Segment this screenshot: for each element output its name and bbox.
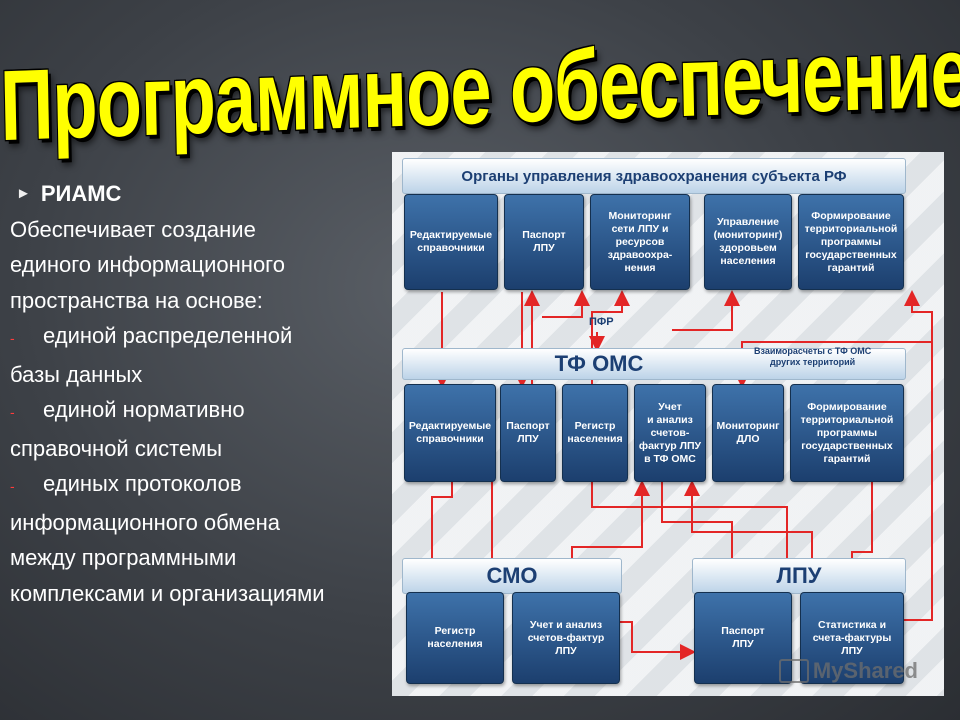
- top-box: Паспорт ЛПУ: [504, 194, 584, 290]
- arrow-middle-account-down: [661, 482, 740, 596]
- text-line: пространства на основе:: [10, 283, 390, 319]
- slide-title: Программное обеспечение: [0, 14, 960, 162]
- left-text-block: ► РИАМС Обеспечивает создание единого инф…: [10, 176, 390, 611]
- text-line: справочной системы: [10, 431, 390, 467]
- mutual-settlements-label: Взаиморасчеты с ТФ ОМС других территорий: [754, 346, 872, 367]
- top-box: Редактируемые справочники: [404, 194, 498, 290]
- text-line: базы данных: [10, 357, 390, 393]
- middle-box: Формирование территориальной программы г…: [790, 384, 904, 482]
- lpu-header-bar: ЛПУ: [692, 558, 906, 594]
- text-line: - единых протоколов: [10, 466, 390, 505]
- lpu-box: Паспорт ЛПУ: [694, 592, 792, 684]
- presentation-icon: [778, 659, 809, 683]
- top-header-bar: Органы управления здравоохранения субъек…: [402, 158, 906, 194]
- smo-box: Регистр населения: [406, 592, 504, 684]
- middle-box: Редактируемые справочники: [404, 384, 496, 482]
- text-line-content: информационного обмена: [10, 509, 281, 535]
- slide-title-container: Программное обеспечение: [0, 15, 960, 161]
- text-line-content: единых протоколов: [43, 471, 242, 496]
- text-line: Обеспечивает создание: [10, 212, 390, 248]
- tfoms-header-bar: ТФ ОМС: [402, 348, 906, 380]
- structure-diagram: Органы управления здравоохранения субъек…: [392, 152, 944, 696]
- text-line: информационного обмена: [10, 505, 390, 541]
- triangle-bullet-icon: ►: [16, 185, 31, 202]
- text-line-content: базы данных: [10, 361, 143, 387]
- arrow-monitoring-to-management: [672, 290, 740, 331]
- connector-arrows: [424, 290, 933, 660]
- arrow-top-pasport-to-monitoring: [542, 290, 590, 318]
- text-line: единого информационного: [10, 247, 390, 283]
- text-line-content: единой распределенной: [43, 323, 293, 348]
- text-line: между программными: [10, 540, 390, 576]
- text-line: - единой нормативно: [10, 392, 390, 431]
- text-line-content: между программными: [10, 545, 237, 570]
- dash-bullet: -: [10, 330, 15, 346]
- text-line-content: Обеспечивает создание: [10, 216, 256, 242]
- arrow-lpu-right-to-top: [897, 290, 933, 621]
- middle-box: Учет и анализ счетов- фактур ЛПУ в ТФ ОМ…: [634, 384, 706, 482]
- text-line-content: справочной системы: [10, 435, 223, 461]
- middle-box: Паспорт ЛПУ: [500, 384, 556, 482]
- watermark-text: MyShared: [812, 658, 918, 683]
- top-box: Управление (мониторинг) здоровьем населе…: [704, 194, 792, 290]
- top-box: Мониторинг сети ЛПУ и ресурсов здравоохр…: [590, 194, 690, 290]
- text-line-content: пространства на основе:: [10, 287, 263, 313]
- middle-box: Мониторинг ДЛО: [712, 384, 784, 482]
- watermark: MyShared: [778, 658, 918, 684]
- lpu-box: Статистика и счета-фактуры ЛПУ: [800, 592, 904, 684]
- dash-bullet: -: [10, 478, 15, 494]
- text-line-content: комплексами и организациями: [10, 580, 325, 606]
- smo-box: Учет и анализ счетов-фактур ЛПУ: [512, 592, 620, 684]
- text-line-content: единой нормативно: [43, 397, 245, 422]
- dash-bullet: -: [10, 404, 15, 420]
- smo-header-bar: СМО: [402, 558, 622, 594]
- pfr-label: ПФР: [589, 316, 614, 328]
- top-box: Формирование территориальной программы г…: [798, 194, 904, 290]
- riams-heading: РИАМС: [40, 181, 122, 206]
- middle-box: Регистр населения: [562, 384, 628, 482]
- left-lines: Обеспечивает создание единого информацион…: [10, 212, 390, 612]
- text-line: - единой распределенной: [10, 318, 390, 357]
- arrow-middle-account-to-lpu: [591, 482, 795, 596]
- riams-bullet: ► РИАМС: [10, 176, 390, 212]
- tfoms-header-text: ТФ ОМС: [554, 351, 644, 376]
- text-line-content: единого информационного: [10, 252, 285, 277]
- text-line: комплексами и организациями: [10, 576, 390, 612]
